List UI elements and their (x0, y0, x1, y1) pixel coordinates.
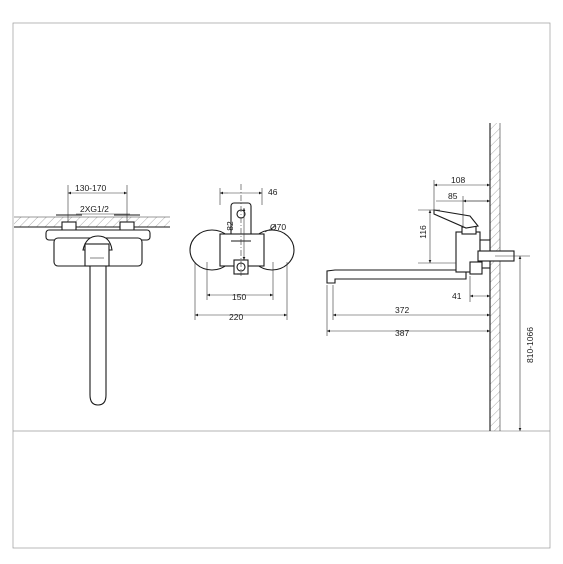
dim-connector-spacing: 130-170 (75, 183, 106, 193)
side-wall-hatch (490, 123, 500, 431)
drawing-frame (12, 22, 551, 549)
dim-387: 387 (395, 328, 409, 338)
front-view: 130-170 2XG1/2 (14, 183, 170, 406)
side-view: 108 85 116 41 372 387 810-1066 (326, 123, 535, 431)
side-spout (326, 269, 467, 284)
wall-hatch (14, 217, 170, 227)
dim-150: 150 (232, 292, 246, 302)
dim-mounting-height: 810-1066 (525, 327, 535, 363)
dim-108: 108 (451, 175, 465, 185)
dim-372: 372 (395, 305, 409, 315)
dim-85: 85 (448, 191, 458, 201)
top-view: 46 82 Ø70 150 220 (189, 184, 295, 322)
dim-220: 220 (229, 312, 243, 322)
spout (89, 265, 107, 406)
dim-46: 46 (268, 187, 278, 197)
dim-thread-size: 2XG1/2 (80, 204, 109, 214)
side-lever (433, 209, 480, 229)
dim-41: 41 (452, 291, 462, 301)
dim-82: 82 (225, 221, 235, 231)
dim-diameter-70: Ø70 (270, 222, 286, 232)
dim-116: 116 (418, 225, 428, 239)
